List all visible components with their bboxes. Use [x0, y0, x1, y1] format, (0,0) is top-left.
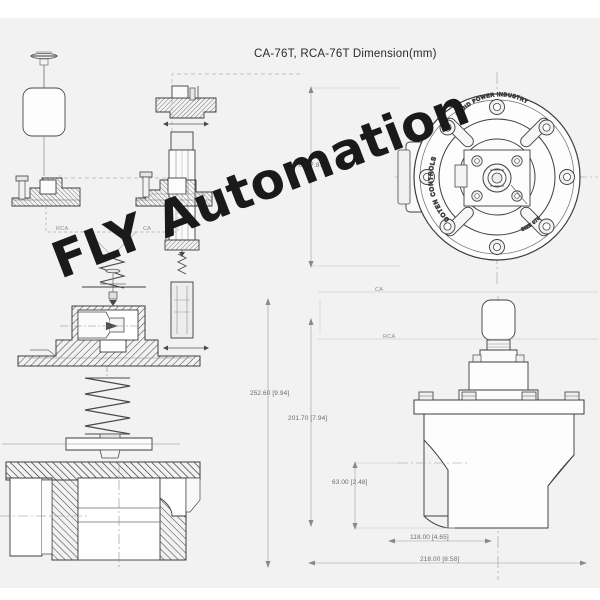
- dimension-height-top: 200.00 [7.87]: [286, 162, 326, 169]
- label-ca-right: CA: [375, 287, 384, 293]
- dimension-base-height: 63.00 [2.48]: [332, 479, 368, 486]
- dimension-lines: [265, 86, 598, 568]
- stem-cylinder-stack: [155, 85, 217, 351]
- rca-base-flange: [11, 175, 81, 207]
- valve-body-section: [0, 461, 201, 568]
- label-ca-left: CA: [143, 226, 152, 232]
- outer-bolt-circle: [419, 99, 575, 255]
- dimension-flange-width: 218.00 [8.58]: [420, 556, 460, 563]
- bottom-margin: [0, 588, 600, 600]
- dimension-body-height: 201.70 [7.94]: [288, 415, 328, 422]
- ca-base-flange: [135, 171, 213, 207]
- left-exploded-assembly: [11, 51, 300, 351]
- valve-cross-section: [2, 268, 201, 459]
- label-rca-left: RCA: [56, 226, 69, 232]
- handwheel-module: [22, 51, 66, 176]
- actuator-side-elevation: [398, 296, 585, 580]
- dimension-bolt-span: 118.00 [4.65]: [410, 534, 449, 541]
- top-margin: [0, 0, 600, 18]
- page-title: CA-76T, RCA-76T Dimension(mm): [254, 48, 437, 60]
- valve-disc: [2, 433, 180, 459]
- rca-ca-callout-lines: [45, 206, 179, 257]
- actuator-plan-view: FLUID POWER INDUSTRY DOTEN CONTROLS SIZE…: [395, 72, 598, 284]
- dimension-overall-height: 252.60 [9.94]: [250, 390, 290, 397]
- label-rca-right: RCA: [383, 334, 396, 340]
